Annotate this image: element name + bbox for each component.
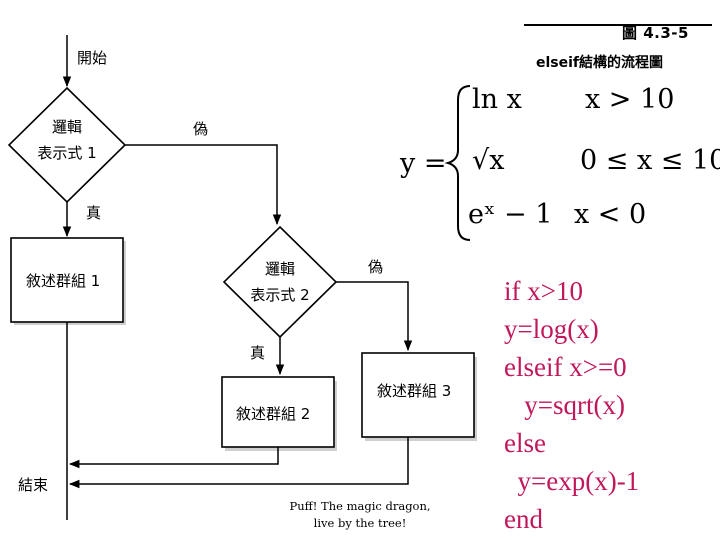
formula-expr-2: √x [472,145,505,176]
block3-label: 敘述群組 3 [377,382,452,400]
block1-label: 敘述群組 1 [26,272,101,290]
block3-box [361,352,475,438]
false-label-2: 偽 [368,258,384,276]
formula-lhs: y = [400,148,447,179]
code-line: if x>10 [504,276,583,306]
code-block: if x>10 y=log(x) elseif x>=0 y=sqrt(x) e… [504,272,639,538]
code-line: y=log(x) [504,314,599,344]
formula-cond-2: 0 ≤ x ≤ 10 [580,145,720,176]
end-label: 結束 [18,476,49,494]
figure-number: 圖 4.3-5 [622,24,689,42]
block2-to-merge [68,447,279,469]
figure-caption: elseif結構的流程圖 [536,55,664,71]
false1-arrow [125,144,282,226]
block1-box [10,237,124,323]
false2-arrow [336,281,413,352]
note-line-2: live by the tree! [313,516,407,530]
block2-label: 敘述群組 2 [236,405,311,423]
condition1-line2: 表示式 1 [37,144,97,162]
condition1-line1: 邏輯 [51,118,82,136]
code-line: elseif x>=0 [504,352,627,382]
block2-box [221,376,335,448]
start-label: 開始 [77,49,108,67]
note-line-1: Puff! The magic dragon, [289,499,431,513]
condition2-line2: 表示式 2 [250,286,310,304]
code-line: y=sqrt(x) [504,390,625,420]
code-line: end [504,504,543,534]
formula-cond-1: x > 10 [585,84,675,115]
note-text: Puff! The magic dragon, live by the tree… [280,498,440,532]
code-line: else [504,428,546,458]
true-label-1: 真 [86,204,102,222]
formula-cond-3: x < 0 [574,199,647,230]
condition2-line1: 邏輯 [264,260,295,278]
condition2-diamond [222,225,338,339]
code-line: y=exp(x)-1 [504,466,640,496]
formula-expr-1: ln x [472,84,522,115]
false-label-1: 偽 [193,120,209,138]
true-label-2: 真 [250,344,266,362]
block3-to-merge [68,437,409,489]
formula-brace [444,85,471,241]
formula-expr-3: eˣ − 1 [468,199,553,230]
